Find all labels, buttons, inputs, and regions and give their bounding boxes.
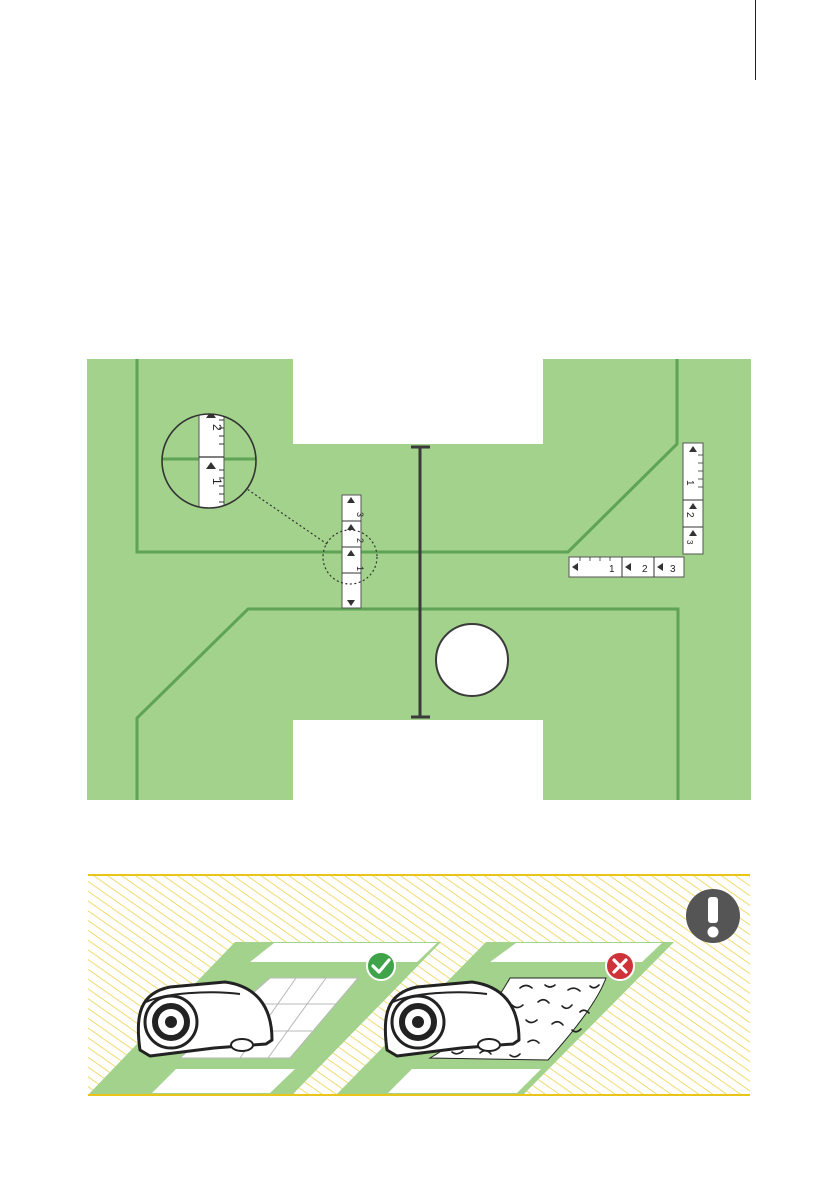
obstacle-circle	[436, 624, 508, 696]
right-vertical-ruler: 1 2 3	[683, 443, 703, 554]
mower-correct	[138, 982, 272, 1056]
right-vertical-mark-3: 3	[685, 540, 694, 545]
right-horizontal-mark-2: 2	[642, 564, 648, 575]
x-circle-icon	[606, 952, 634, 980]
right-vertical-mark-1: 1	[684, 480, 695, 486]
warning-panel-top-border	[88, 874, 750, 876]
center-ruler-mark-1: 1	[355, 566, 365, 571]
zoom-ruler-mark-2: 2	[210, 424, 224, 431]
zoom-ruler-mark-1: 1	[210, 478, 224, 485]
warning-panel-bottom-border	[88, 1094, 750, 1096]
center-ruler-mark-2: 2	[355, 538, 365, 543]
right-horizontal-ruler: 1 2 3	[569, 557, 684, 577]
right-horizontal-mark-3: 3	[670, 564, 676, 575]
check-circle-icon	[367, 952, 395, 980]
mower-incorrect	[385, 982, 519, 1056]
center-ruler-mark-3: 3	[355, 512, 365, 517]
right-horizontal-mark-1: 1	[609, 564, 615, 575]
exclamation-icon	[686, 889, 740, 943]
right-vertical-mark-2: 2	[684, 512, 695, 518]
